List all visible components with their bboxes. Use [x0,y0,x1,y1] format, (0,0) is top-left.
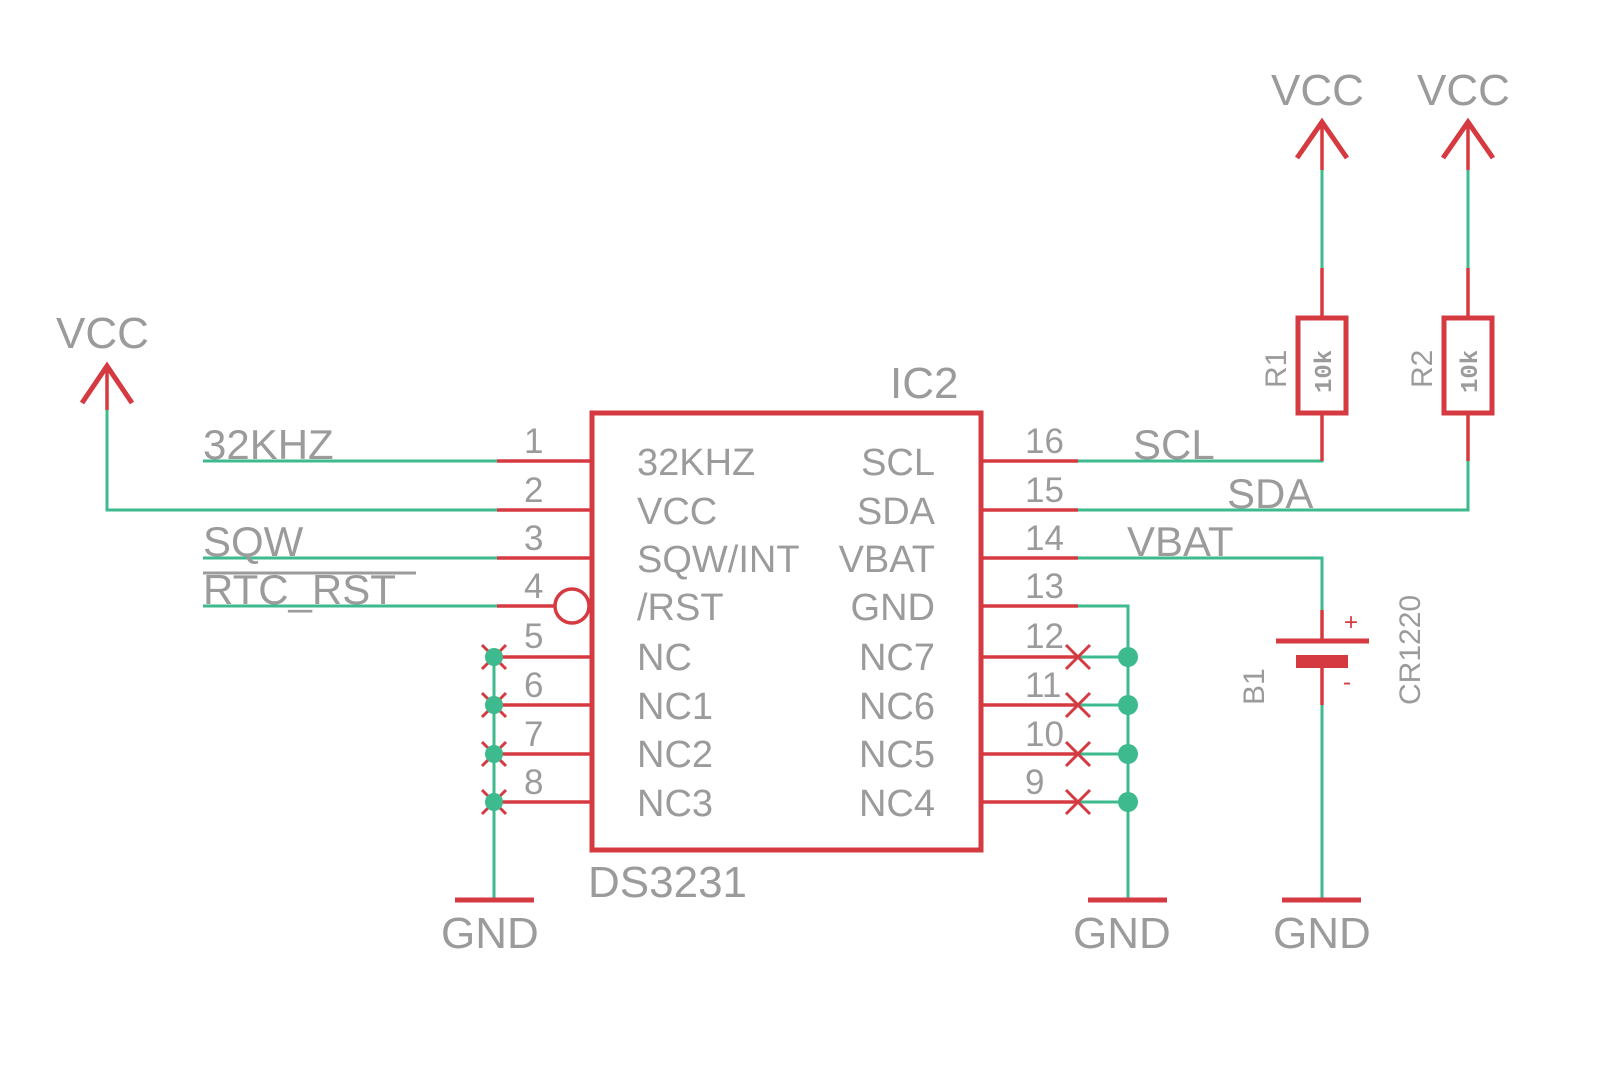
resistor-r1: R1 10k [1260,268,1349,461]
pin-name: SQW/INT [637,539,800,581]
junction-dot [485,745,503,763]
junctions [485,647,1138,812]
pin-number: 5 [524,617,543,656]
pin-number: 11 [1025,666,1061,705]
no-connect-x-icon [1064,643,1092,671]
ic-ds3231: IC2 DS3231 1 2 3 4 5 6 7 8 32KHZ VCC SQW… [497,359,1078,907]
ic-value-label: DS3231 [588,858,747,907]
net-labels: 32KHZ SQW RTC_RST SCL SDA VBAT [203,421,1313,613]
pin-name: NC6 [859,686,935,728]
resistor-ref: R2 [1406,350,1439,388]
pin-number: 13 [1025,567,1064,606]
net-label-sda: SDA [1227,470,1313,517]
net-label-32khz: 32KHZ [203,421,334,468]
pin-number: 1 [524,422,543,461]
pin-name: /RST [637,587,724,629]
resistor-body-icon [1295,315,1349,416]
gnd-batt-symbol: GND [1273,897,1371,958]
pin-name: SDA [857,491,936,533]
battery-b1: + - B1 CR1220 [1238,595,1427,705]
junction-dot [1118,792,1138,812]
resistor-r2: R2 10k [1406,268,1495,461]
gnd-label: GND [1073,909,1171,958]
no-connect-marks [480,643,1092,816]
no-connect-x-icon [1064,788,1092,816]
gnd-mid-symbol: GND [1073,897,1171,958]
pin-number: 16 [1025,422,1064,461]
vcc-arrow-icon [1294,117,1350,160]
pin-name: NC2 [637,734,713,776]
vcc-label: VCC [56,309,149,358]
battery-plus-sign: + [1344,609,1358,636]
gnd-label: GND [441,909,539,958]
vcc-arrow-icon [79,361,135,405]
pin-number: 7 [524,715,543,754]
pin-number: 12 [1025,617,1064,656]
vcc-label: VCC [1271,66,1364,115]
junction-dot [1118,647,1138,667]
junction-dot [1118,695,1138,715]
gnd-label: GND [1273,909,1371,958]
pin-number: 14 [1025,519,1064,558]
pin-4-inversion-bubble [553,587,591,625]
pin-name: NC [637,637,692,679]
wire-vcc-left [105,410,497,512]
junction-dot [485,696,503,714]
junction-dot [485,793,503,811]
pin-number: 8 [524,763,543,802]
pin-name: VCC [637,491,717,533]
pin-name: NC4 [859,783,935,825]
battery-ref: B1 [1238,668,1271,705]
pin-name: VBAT [839,539,935,581]
pin-number: 2 [524,471,543,510]
battery-plate-negative-icon [1296,655,1348,668]
pin-number: 4 [524,567,543,606]
vcc-arrow-icon [1440,117,1496,160]
battery-value: CR1220 [1394,595,1427,705]
wires [105,170,1470,900]
ic-ref-label: IC2 [890,359,958,408]
pin-name: NC5 [859,734,935,776]
junction-dot [1118,744,1138,764]
net-label-scl: SCL [1133,421,1215,468]
no-connect-x-icon [1064,691,1092,719]
gnd-left-symbol: GND [441,897,539,958]
pin-number: 10 [1025,715,1064,754]
wire-vbat [1078,556,1324,610]
resistor-value: 10k [1312,350,1339,393]
resistor-body-icon [1441,315,1495,416]
pin-name: NC7 [859,637,935,679]
no-connect-x-icon [1064,740,1092,768]
net-label-vbat: VBAT [1127,518,1234,565]
resistor-value: 10k [1458,350,1485,393]
vcc-left-symbol: VCC [56,309,149,410]
pin-name: 32KHZ [637,442,755,484]
vcc-label: VCC [1417,66,1510,115]
ic-body [589,410,984,853]
pin-name: GND [851,587,935,629]
junction-dot [485,648,503,666]
resistor-ref: R1 [1260,350,1293,388]
pin-name: SCL [861,442,935,484]
pin-number: 3 [524,519,543,558]
pin-number: 6 [524,666,543,705]
pin-name: NC1 [637,686,713,728]
vcc-r2-symbol: VCC [1417,66,1510,170]
pin-name: NC3 [637,783,713,825]
pin-number: 9 [1025,763,1044,802]
pin-number: 15 [1025,471,1064,510]
net-label-sqw: SQW [203,518,304,565]
battery-minus-sign: - [1343,669,1351,696]
vcc-r1-symbol: VCC [1271,66,1364,170]
